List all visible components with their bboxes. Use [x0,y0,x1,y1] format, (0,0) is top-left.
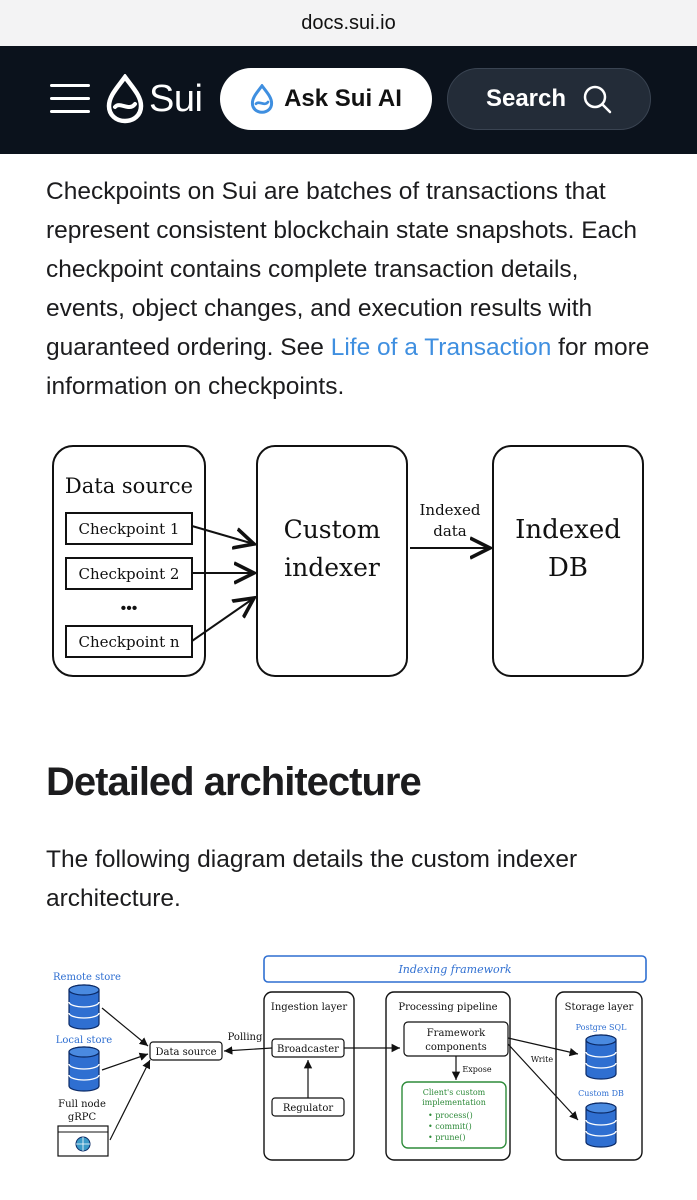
checkpoint-2: Checkpoint 2 [79,565,180,583]
storage-layer-label: Storage layer [565,1002,634,1013]
architecture-diagram: Indexing framework Remote store Local st… [53,955,647,1161]
broadcaster-box: Broadcaster [277,1044,339,1055]
search-button[interactable]: Search [447,68,651,130]
method-process: • process() [428,1111,473,1120]
custom-indexer-line2: indexer [284,553,380,582]
intro-paragraph: Checkpoints on Sui are batches of transa… [46,172,656,406]
indexed-data-label-1: Indexed [419,501,480,519]
polling-label: Polling [228,1032,263,1043]
url-text: docs.sui.io [301,11,396,34]
full-node-browser-icon [57,1125,109,1157]
client-impl-1: Client's custom [423,1088,486,1097]
ask-sui-ai-button[interactable]: Ask Sui AI [220,68,432,130]
search-icon [583,85,612,114]
local-store-label: Local store [56,1035,113,1046]
custom-db-icon [585,1102,617,1148]
write-label: Write [531,1055,553,1064]
ellipsis: ••• [121,600,138,617]
remote-store-label: Remote store [53,972,121,983]
section-heading: Detailed architecture [46,760,422,804]
processing-pipeline-label: Processing pipeline [398,1002,497,1013]
full-node-label-1: Full node [58,1099,106,1110]
local-store-db-icon [68,1046,100,1092]
intro-text: Checkpoints on Sui are batches of transa… [46,178,638,361]
sui-drop-icon [250,84,274,114]
indexed-db-line1: Indexed [515,515,621,545]
menu-icon[interactable] [50,82,90,116]
framework-components-2: components [425,1042,486,1053]
search-label: Search [485,85,567,112]
indexed-db-line2: DB [548,553,588,583]
custom-db-label: Custom DB [578,1089,624,1098]
indexed-data-label-2: data [433,522,467,540]
ask-label: Ask Sui AI [284,85,402,112]
data-source-box: Data source [155,1047,216,1058]
url-bar[interactable]: docs.sui.io [0,0,697,46]
postgres-db-icon [585,1034,617,1080]
expose-label: Expose [462,1065,491,1074]
remote-store-db-icon [68,984,100,1030]
custom-indexer-line1: Custom [284,515,381,544]
client-impl-2: implementation [422,1098,486,1107]
intro-text-end: for more information on checkpoints. [46,334,650,400]
full-node-label-2: gRPC [68,1112,97,1123]
life-of-a-transaction-link[interactable]: Life of a Transaction [330,334,552,361]
section-description: The following diagram details the custom… [46,846,578,912]
checkpoint-n: Checkpoint n [78,633,179,651]
data-source-label: Data source [65,474,193,498]
method-commit: • commit() [428,1122,472,1131]
regulator-box: Regulator [283,1103,333,1114]
method-prune: • prune() [428,1133,466,1142]
checkpoint-1: Checkpoint 1 [79,520,180,538]
postgres-label: Postgre SQL [576,1023,627,1032]
ingestion-layer-label: Ingestion layer [271,1002,347,1013]
checkpoint-diagram: Data source Checkpoint 1 Checkpoint 2 ••… [52,445,644,677]
sui-logo[interactable]: Sui [105,72,203,126]
logo-text: Sui [149,77,203,120]
framework-components-1: Framework [427,1028,486,1039]
sui-drop-icon [106,74,144,124]
indexing-framework-label: Indexing framework [397,963,511,976]
